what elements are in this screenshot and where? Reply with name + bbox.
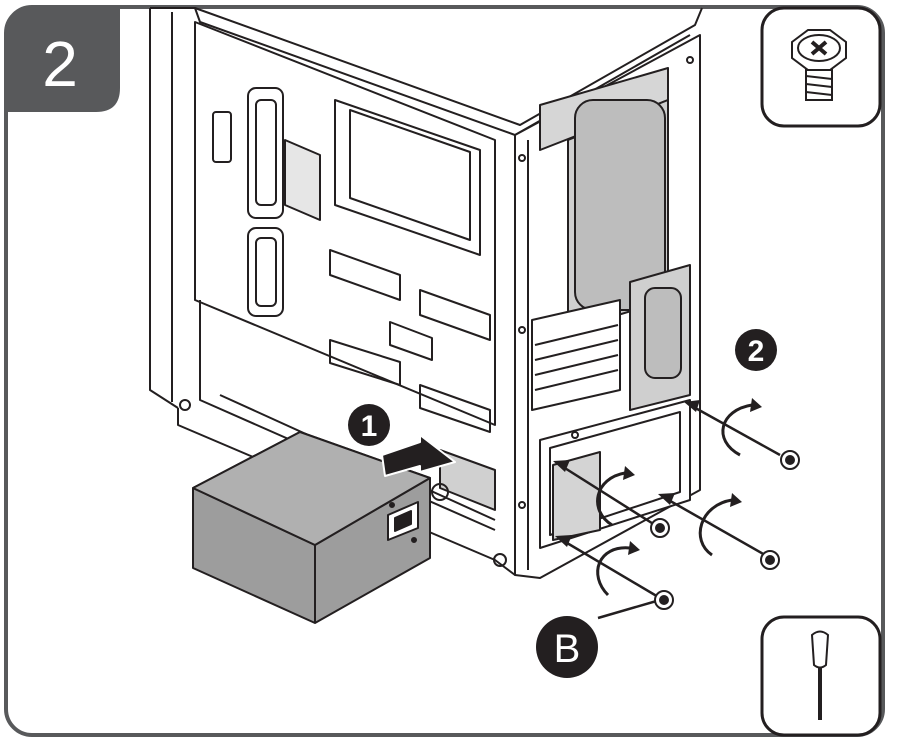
insert-direction-arrow	[381, 434, 456, 477]
screwdriver-icon	[760, 615, 882, 737]
step-number: 2	[42, 28, 78, 100]
callout-fasten-screws: 2	[735, 329, 777, 371]
callout-insert-psu-label: 1	[361, 410, 378, 443]
screw-icon	[654, 590, 674, 610]
screw-icon	[650, 518, 670, 538]
rotate-clockwise-arrows	[596, 403, 753, 597]
callout-screw-type-label: B	[554, 627, 581, 671]
power-supply-unit	[192, 431, 431, 624]
screws	[650, 450, 800, 610]
screw-guides	[559, 403, 781, 620]
screw-icon	[780, 450, 800, 470]
pc-case	[149, 7, 703, 579]
callout-fasten-screws-label: 2	[748, 335, 765, 368]
screw-icon	[760, 550, 780, 570]
callout-insert-psu: 1	[348, 404, 390, 446]
step-number-tab	[6, 7, 120, 112]
callout-screw-type: B	[536, 616, 598, 678]
hex-screw-icon	[760, 6, 882, 128]
rotate-arrowheads	[623, 398, 762, 555]
screw-arrowheads	[553, 400, 700, 547]
